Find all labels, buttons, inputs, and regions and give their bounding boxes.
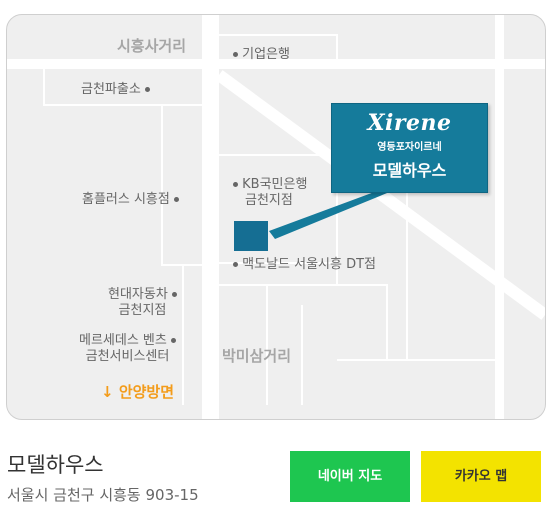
callout-pointer [269, 191, 392, 239]
road-horizontal-main [7, 59, 545, 69]
landmark-kb-label-2: 금천지점 [245, 193, 293, 208]
landmark-police: 금천파출소 [81, 82, 150, 98]
naver-map-button[interactable]: 네이버 지도 [290, 451, 410, 502]
road-minor-left-top [43, 69, 202, 106]
direction-text: 안양방면 [118, 383, 175, 401]
direction-label: ↓ 안양방면 [101, 381, 174, 402]
landmark-dot [233, 52, 238, 57]
landmark-benz-label-1: 메르세데스 벤츠 [79, 333, 167, 348]
landmark-benz: 메르세데스 벤츠 금천서비스센터 [79, 333, 176, 365]
road-vertical-right [495, 15, 504, 419]
callout-subtitle: 영등포자이르네 [377, 142, 442, 153]
model-house-callout[interactable]: Xirene 영등포자이르네 모델하우스 [331, 103, 488, 193]
landmark-benz-label-2: 금천서비스센터 [85, 349, 170, 364]
road-minor-left-mid [161, 105, 202, 266]
landmark-mcdonalds-label: 맥도날드 서울시흥 DT점 [242, 257, 376, 272]
landmark-homeplus: 홈플러스 시흥점 [82, 192, 179, 208]
kakao-map-button[interactable]: 카카오 맵 [421, 451, 541, 502]
map-area: 시흥사거리 박미삼거리 기업은행 금천파출소 KB국민은행 금천지점 홈플러스 … [6, 14, 546, 420]
landmark-dot [233, 262, 238, 267]
landmark-kb: KB국민은행 금천지점 [233, 177, 307, 209]
landmark-kb-label-1: KB국민은행 [242, 177, 308, 192]
callout-name: 모델하우스 [372, 161, 447, 180]
landmark-homeplus-label: 홈플러스 시흥점 [82, 192, 170, 207]
road-name-top: 시흥사거리 [117, 37, 187, 55]
landmark-dot [171, 338, 176, 343]
road-vertical-main [202, 15, 219, 419]
landmark-dot [171, 292, 177, 297]
page-title: 모델하우스 [7, 453, 104, 477]
landmark-hyundai: 현대자동차 금천지점 [108, 287, 177, 319]
landmark-mcdonalds: 맥도날드 서울시흥 DT점 [233, 257, 376, 273]
landmark-hyundai-label-2: 금천지점 [118, 303, 167, 318]
road-network [7, 15, 545, 419]
address-text: 서울시 금천구 시흥동 903-15 [7, 486, 199, 504]
road-minor-top-center [219, 34, 338, 59]
landmark-dot [144, 87, 150, 92]
location-marker[interactable] [234, 221, 268, 251]
road-minor-bottom [219, 284, 388, 360]
landmark-hyundai-label-1: 현대자동차 [108, 287, 168, 302]
brand-logo: Xirene [367, 110, 452, 136]
landmark-dot [174, 197, 179, 202]
arrow-down-icon: ↓ [101, 383, 114, 401]
road-name-bottom: 박미삼거리 [222, 347, 292, 365]
landmark-police-label: 금천파출소 [81, 82, 141, 97]
landmark-dot [233, 182, 238, 187]
landmark-ibk: 기업은행 [233, 47, 290, 63]
landmark-ibk-label: 기업은행 [242, 47, 290, 62]
